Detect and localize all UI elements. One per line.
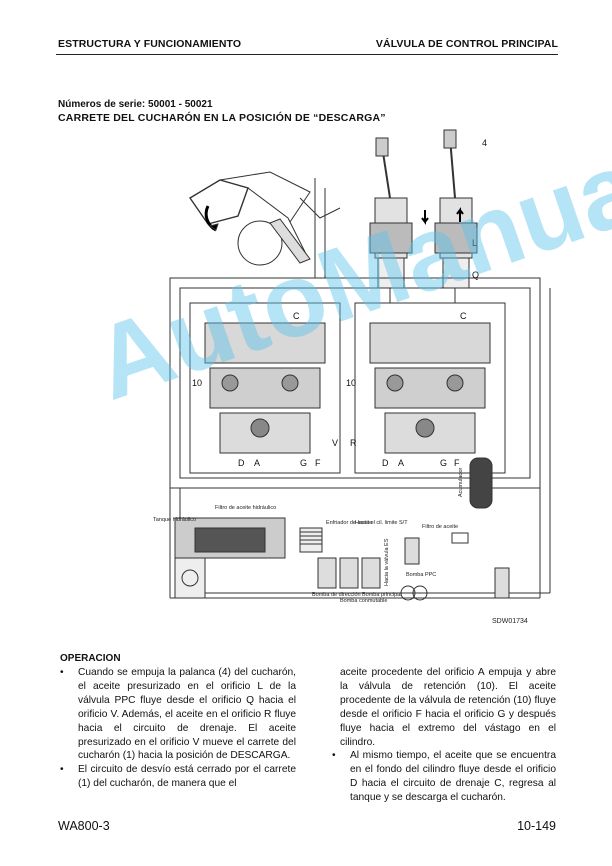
label-port-l: L: [472, 238, 477, 248]
text-column-right: aceite procedente del orificio A empuja …: [330, 666, 556, 805]
operation-bullet-2: El circuito de desvío está cerrado por e…: [58, 763, 296, 791]
label-port-q: Q: [472, 270, 479, 280]
ppc-valves-drawing: [369, 129, 478, 289]
operation-bullet-2-continued: aceite procedente del orificio A empuja …: [340, 667, 556, 748]
label-to-es-valve: Hacia la válvula ES: [384, 538, 390, 586]
text-column-left: Cuando se empuja la palanca (4) del cuch…: [58, 666, 296, 791]
label-port-f-right: F: [454, 458, 460, 468]
control-valve-right: [369, 322, 491, 454]
label-accumulator: Acumulador: [458, 467, 464, 497]
label-port-g-left: G: [300, 458, 307, 468]
label-hydraulic-tank: Tanque hidráulico: [153, 517, 196, 523]
label-main-pump: Bomba principal: [362, 592, 401, 598]
serial-numbers: Números de serie: 50001 - 50021: [58, 99, 213, 110]
operation-heading: OPERACION: [60, 653, 121, 664]
label-port-d-right: D: [382, 458, 389, 468]
label-to-cylinder: Hacia el cil. limite S/T: [355, 520, 408, 526]
page-title: CARRETE DEL CUCHARÓN EN LA POSICIÓN DE “…: [58, 112, 386, 124]
header-rule: [56, 54, 558, 55]
operation-bullet-1: Cuando se empuja la palanca (4) del cuch…: [58, 666, 296, 763]
label-port-a-right: A: [398, 458, 404, 468]
operation-bullet-3: Al mismo tiempo, el aceite que se encuen…: [330, 749, 556, 805]
label-c-left: C: [293, 311, 300, 321]
label-c-right: C: [460, 311, 467, 321]
piping-network: [169, 178, 551, 599]
footer-page-number: 10-149: [517, 819, 556, 833]
header-section-title: ESTRUCTURA Y FUNCIONAMIENTO: [58, 38, 242, 50]
label-steering-pump: Bomba de dirección: [312, 592, 361, 598]
hydraulic-diagram: C C 10 10 4 L Q D A G F D A G F V R Filt…: [153, 129, 551, 625]
header-chapter-title: VÁLVULA DE CONTROL PRINCIPAL: [375, 38, 558, 50]
label-switch-pump: Bomba conmutable: [340, 598, 387, 604]
label-port-a-left: A: [254, 458, 260, 468]
label-port-r: R: [350, 438, 357, 448]
label-port-v: V: [332, 438, 338, 448]
control-valve-left: [204, 322, 326, 454]
accumulator-drawing: [469, 457, 493, 509]
label-10-right: 10: [346, 378, 356, 388]
footer-model: WA800-3: [58, 819, 110, 833]
bucket-linkage-drawing: [188, 171, 341, 266]
label-10-left: 10: [192, 378, 202, 388]
drawing-code: SDW01734: [492, 618, 528, 625]
label-ppc-pump: Bomba PPC: [406, 572, 436, 578]
label-hydraulic-filter: Filtro de aceite hidráulico: [215, 505, 276, 511]
label-oil-filter: Filtro de aceite: [422, 524, 458, 530]
label-oil-cooler: Enfriador de aceite: [326, 520, 372, 526]
pumps-drawing: [317, 532, 510, 601]
label-port-g-right: G: [440, 458, 447, 468]
label-port-d-left: D: [238, 458, 245, 468]
label-lever-4: 4: [482, 138, 487, 148]
label-port-f-left: F: [315, 458, 321, 468]
